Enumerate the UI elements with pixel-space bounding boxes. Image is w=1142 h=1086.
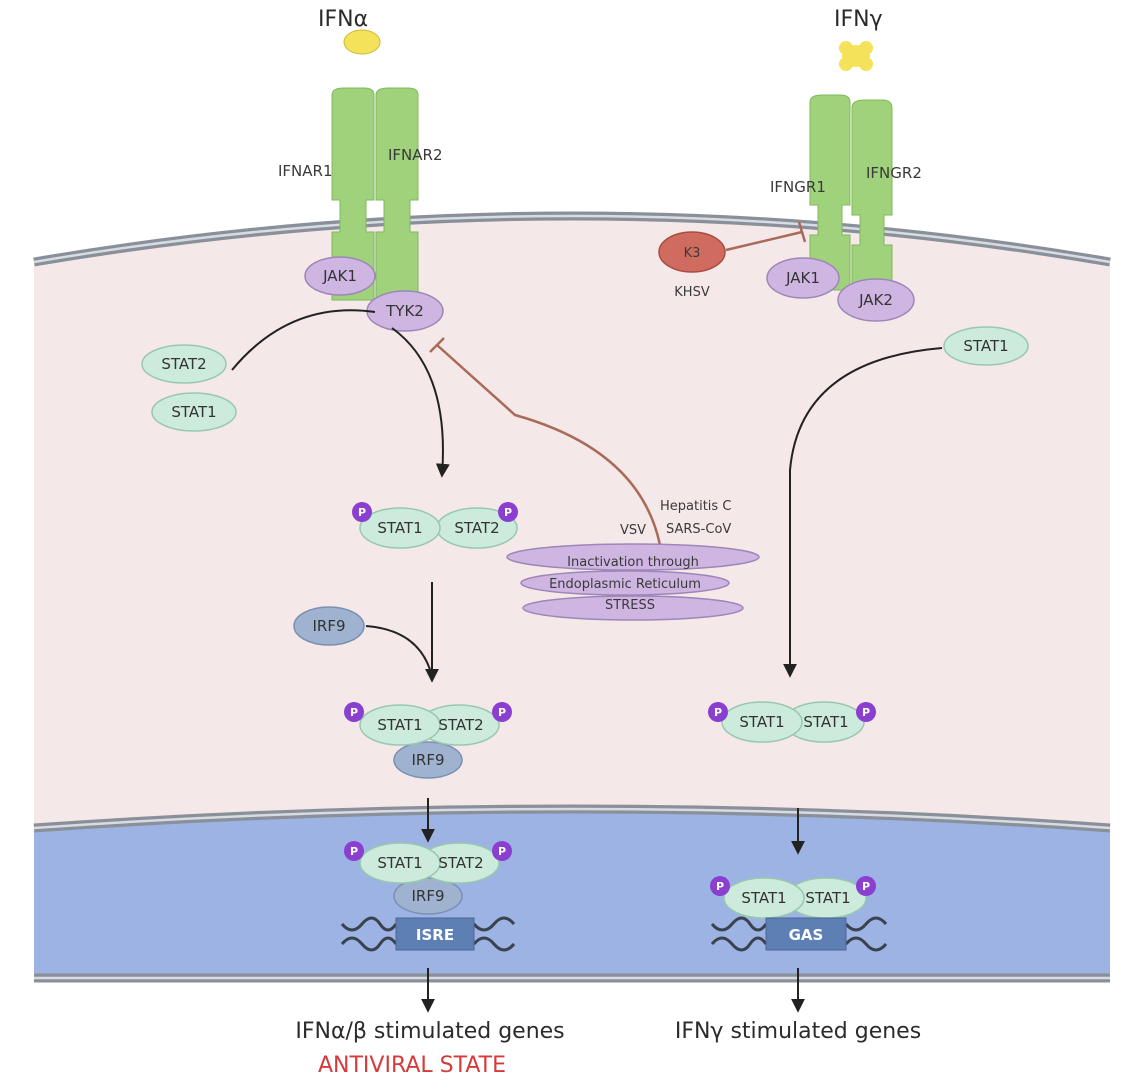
er-stress-box: Inactivation through Endoplasmic Reticul… [506,543,760,621]
svg-text:JAK1: JAK1 [322,267,357,285]
ifnar2-label: IFNAR2 [388,146,443,164]
pstat1-pstat2-dimer: STAT1 STAT2 P P [352,502,518,549]
svg-text:IRF9: IRF9 [411,751,444,769]
svg-text:IRF9: IRF9 [411,887,444,905]
svg-text:JAK1: JAK1 [785,269,820,287]
svg-text:STAT2: STAT2 [438,854,483,872]
phospho-icon [344,841,364,861]
vsv-label: VSV [620,523,646,538]
svg-text:Endoplasmic Reticulum: Endoplasmic Reticulum [549,577,701,592]
phospho-icon [492,702,512,722]
svg-text:P: P [504,506,512,519]
k3-inhibitor: K3 KHSV [658,221,807,300]
isgf3-complex-cytoplasm: IRF9 STAT1 STAT2 P P [344,702,512,779]
antiviral-state-label: ANTIVIRAL STATE [318,1053,506,1078]
svg-text:STAT1: STAT1 [741,889,786,907]
ifn-alpha-beta-genes-label: IFNα/β stimulated genes [295,1019,564,1044]
jak2: JAK2 [837,278,915,322]
gas-dna: GAS [710,916,888,952]
cytoplasm [34,216,1110,828]
svg-text:STAT2: STAT2 [438,716,483,734]
phospho-icon [492,841,512,861]
ifngr2-label: IFNGR2 [866,164,922,182]
nucleus [34,809,1110,978]
svg-text:STAT1: STAT1 [171,403,216,421]
stat1-free-left: STAT1 [151,392,237,432]
ifn-gamma-genes-label: IFNγ stimulated genes [675,1019,921,1044]
tyk2: TYK2 [366,290,444,332]
stat1-right-arrow [783,347,943,678]
svg-text:P: P [714,706,722,719]
svg-text:TYK2: TYK2 [385,302,424,320]
phospho-icon [710,876,730,896]
svg-text:STAT1: STAT1 [739,713,784,731]
svg-text:STRESS: STRESS [605,598,655,613]
phospho-icon [344,702,364,722]
ifngr2-chain [851,99,893,301]
stat1-free-right: STAT1 [943,326,1029,366]
svg-text:P: P [358,506,366,519]
dna-helix-icon [710,916,888,952]
ligand-ifn-alpha-label: IFNα [318,7,368,32]
svg-text:GAS: GAS [789,926,824,944]
svg-text:P: P [716,880,724,893]
phospho-icon [352,502,372,522]
ifn-alpha-ligand [343,29,381,55]
isre-box [395,917,475,951]
hepatitis-c-label: Hepatitis C [660,499,731,514]
svg-text:STAT1: STAT1 [377,854,422,872]
svg-text:JAK2: JAK2 [858,291,893,309]
svg-text:STAT2: STAT2 [161,355,206,373]
ifnar2-chain [375,87,419,301]
pstat1-homodimer-nucleus: STAT1 STAT1 P P [710,876,876,919]
phospho-icon [498,502,518,522]
er-stress-inhibition-line [436,344,662,546]
svg-text:P: P [498,845,506,858]
phospho-icon [708,702,728,722]
irf9-free: IRF9 [293,606,365,646]
svg-text:STAT1: STAT1 [803,713,848,731]
svg-text:Inactivation through: Inactivation through [567,555,699,570]
ifngr1-label: IFNGR1 [770,178,826,196]
isgf3-complex-nucleus: IRF9 STAT1 STAT2 P P [344,841,512,915]
ifngr-receptor: IFNGR1 IFNGR2 [770,94,922,301]
svg-text:STAT1: STAT1 [377,716,422,734]
k3-inhibition-line [725,230,803,252]
ifnar-receptor: IFNAR1 IFNAR2 [278,87,443,301]
svg-text:P: P [350,706,358,719]
pstat1-homodimer-cytoplasm: STAT1 STAT1 P P [708,701,876,743]
svg-text:STAT2: STAT2 [454,519,499,537]
ifn-gamma-ligand [839,41,873,71]
svg-text:P: P [350,845,358,858]
svg-text:STAT1: STAT1 [377,519,422,537]
phospho-icon [856,702,876,722]
stat2-free: STAT2 [141,344,227,384]
ifnar1-chain [331,87,375,301]
ligand-ifn-gamma-label: IFNγ [834,7,883,32]
phospho-icon [856,876,876,896]
svg-text:IRF9: IRF9 [312,617,345,635]
svg-text:ISRE: ISRE [416,926,454,944]
jak1-left: JAK1 [304,256,376,296]
gas-box [765,917,847,951]
dna-helix-icon [340,916,516,952]
svg-text:P: P [862,880,870,893]
isre-dna: ISRE [340,916,516,952]
svg-text:STAT1: STAT1 [805,889,850,907]
svg-text:K3: K3 [684,246,701,261]
ifnar1-label: IFNAR1 [278,162,333,180]
cell [33,211,1111,983]
svg-text:P: P [862,706,870,719]
stat-recruitment-arrow [231,309,443,475]
irf9-recruitment-arrow [365,625,433,677]
khsv-label: KHSV [674,285,710,300]
svg-text:STAT1: STAT1 [963,337,1008,355]
sars-cov-label: SARS-CoV [666,522,731,537]
jak1-right: JAK1 [766,257,840,299]
svg-text:P: P [498,706,506,719]
